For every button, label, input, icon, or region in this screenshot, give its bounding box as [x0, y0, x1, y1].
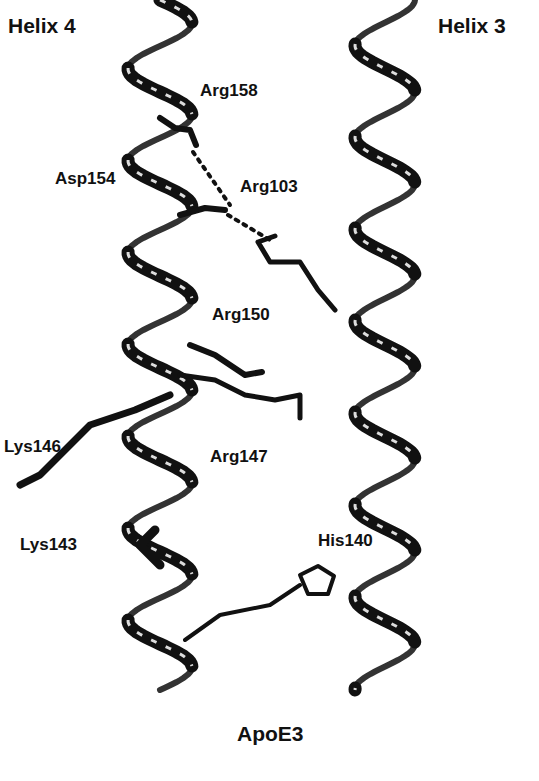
ribbon-back [355, 0, 415, 44]
ribbon-highlight [355, 320, 415, 366]
ribbon-highlight [128, 160, 192, 206]
residue-label: Arg147 [210, 448, 268, 467]
ribbon-highlight [355, 228, 415, 274]
ribbon-front [128, 160, 192, 206]
helix-label: Helix 3 [438, 14, 506, 37]
residue-label: Asp154 [55, 170, 115, 189]
ribbon-front [128, 528, 192, 574]
ribbon-back [128, 22, 192, 68]
ribbon-back [355, 90, 415, 136]
helix-label: Helix 4 [8, 14, 76, 37]
ribbon-highlight [128, 620, 192, 666]
ribbon-back [355, 458, 415, 504]
ribbon-front [128, 344, 192, 390]
ribbon-front [128, 68, 192, 114]
ribbon-highlight [160, 0, 192, 22]
ribbon-front [349, 688, 362, 690]
ribbon-back [128, 574, 192, 620]
ribbon-back [128, 298, 192, 344]
residue-label: Arg103 [240, 178, 298, 197]
residue-label: His140 [318, 532, 373, 551]
ribbon-front [128, 620, 192, 666]
ribbon-front [355, 596, 415, 642]
ribbon-back [355, 550, 415, 596]
ribbon-highlight [128, 528, 192, 574]
side-chains [20, 118, 335, 640]
ribbon-front [355, 136, 415, 182]
residue-label: Arg158 [200, 82, 258, 101]
ribbon-back [355, 274, 415, 320]
ribbon-front [355, 320, 415, 366]
ribbon-front [160, 0, 192, 22]
ribbon-back [355, 366, 415, 412]
ribbon-highlight [128, 344, 192, 390]
residue-label: Lys146 [4, 438, 61, 457]
ribbon-highlight [128, 68, 192, 114]
ribbon-back [355, 182, 415, 228]
ribbon-front [355, 412, 415, 458]
helix-ribbons [128, 0, 415, 690]
ribbon-highlight [355, 44, 415, 90]
ribbon-back [128, 482, 192, 528]
ribbon-highlight [355, 596, 415, 642]
caption: ApoE3 [237, 722, 304, 745]
ribbon-highlight [128, 252, 192, 298]
ribbon-front [355, 228, 415, 274]
ribbon-front [128, 436, 192, 482]
ribbon-highlight [355, 136, 415, 182]
ribbon-highlight [128, 436, 192, 482]
ribbon-front [128, 252, 192, 298]
residue-label: Lys143 [20, 536, 77, 555]
ribbon-back [355, 642, 415, 688]
ribbon-highlight [355, 412, 415, 458]
ribbon-front [355, 44, 415, 90]
ribbon-highlight [354, 688, 357, 690]
residue-label: Arg150 [212, 306, 270, 325]
